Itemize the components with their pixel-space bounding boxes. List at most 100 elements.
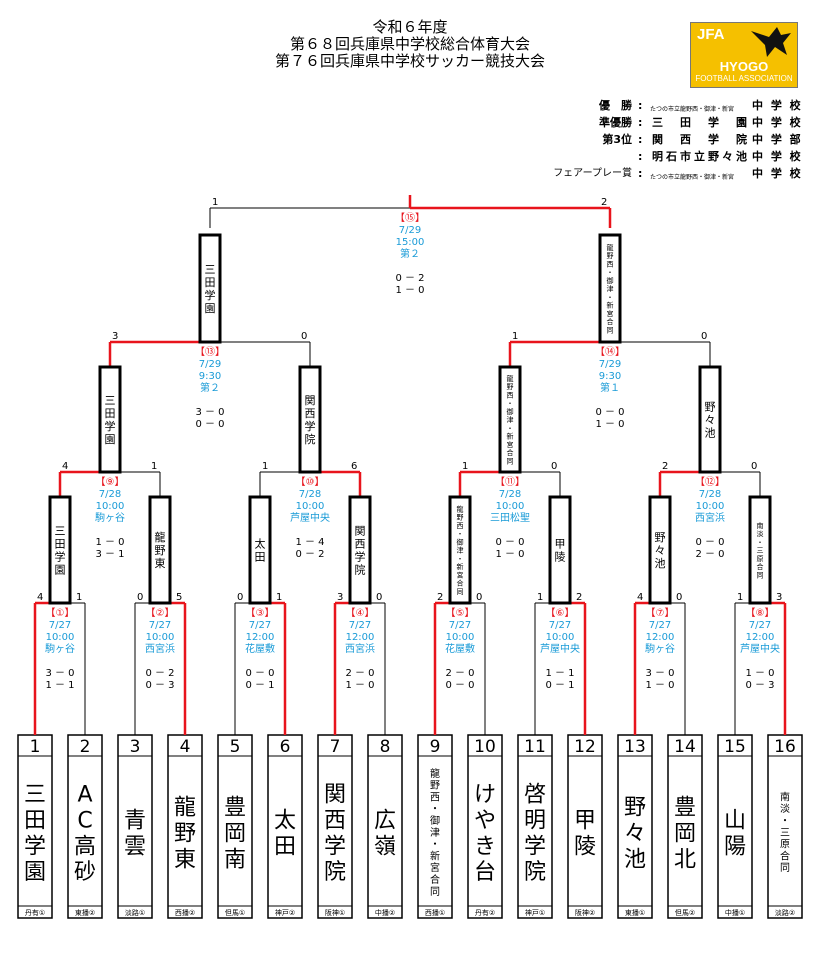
team-region: 淡路② [775, 908, 795, 917]
team-name: 西 [324, 808, 346, 833]
advancer-name: 西 [457, 522, 464, 530]
match-half-score: 3 － 0 [45, 668, 74, 679]
advancer-name: 西 [355, 538, 366, 551]
match-date: 7/29 [199, 359, 221, 370]
team-name: 雲 [124, 834, 146, 859]
advancer-box [748, 495, 772, 605]
team-number: 11 [524, 737, 546, 757]
team-name: や [474, 808, 496, 833]
team-number: 2 [80, 737, 91, 757]
match-half-score: 0 － 0 [595, 407, 624, 418]
match-time: 9:30 [599, 371, 621, 382]
score-right: 0 [551, 461, 557, 472]
advancer-box [448, 495, 472, 605]
advancer-name: 園 [55, 564, 66, 577]
team-name: 新 [430, 849, 440, 862]
match-date: 7/28 [499, 489, 521, 500]
match-label: 【④】 [346, 607, 375, 619]
result-school-small: たつの市立龍野西・御津・新宮 [650, 106, 735, 113]
result-suffix: 中 学 校 [752, 167, 803, 180]
advancer-name: 淡 [757, 530, 764, 538]
advancer-name: 龍 [607, 243, 614, 252]
team-region: 丹有② [475, 908, 495, 917]
advancer-name: 野 [705, 401, 716, 414]
match-half-score: 0 － 1 [545, 680, 574, 691]
score-right: 0 [301, 331, 307, 342]
logo-jfa-text: JFA [697, 26, 725, 43]
result-label-champion: 優 勝 [599, 99, 632, 112]
match-date: 7/27 [649, 620, 671, 631]
match-time: 12:00 [746, 632, 775, 643]
team-number: 3 [130, 737, 141, 757]
team-region: 但馬① [225, 908, 245, 917]
match-half-score: 1 － 1 [45, 680, 74, 691]
match-half-score: 1 － 0 [95, 537, 124, 548]
match-half-score: 1 － 1 [545, 668, 574, 679]
match-venue: 駒ヶ谷 [95, 512, 125, 524]
tournament-title: 第６８回兵庫県中学校総合体育大会 [289, 35, 530, 53]
result-label-runnerup: 準優勝 [599, 116, 632, 129]
advancer-name: 野 [457, 514, 464, 522]
match-half-score: 0 － 3 [145, 680, 174, 691]
team-region: 阪神① [325, 908, 345, 917]
advancer-box [348, 495, 372, 605]
team-name: A [77, 782, 92, 807]
match-label: 【⑬】 [195, 346, 225, 358]
team-name: 青 [124, 808, 146, 833]
team-number: 6 [280, 737, 291, 757]
result-suffix: 中 学 校 [752, 99, 803, 112]
team-name: 西 [430, 792, 440, 803]
match-label: 【⑭】 [595, 346, 625, 358]
advancer-name: 院 [305, 432, 316, 446]
team-name: 嶺 [374, 834, 396, 859]
team-box [717, 734, 753, 919]
advancer-name: 南 [757, 521, 764, 530]
advancer-name: 西 [607, 260, 614, 268]
advancer-name: 同 [757, 571, 764, 579]
team-name: 田 [274, 834, 296, 859]
match-time: 10:00 [146, 632, 175, 643]
match-time: 12:00 [646, 632, 675, 643]
logo-hyogo-text: HYOGO [719, 59, 769, 74]
advancer-box [598, 233, 622, 344]
advancer-box [148, 495, 172, 605]
result-suffix: 中 学 校 [752, 116, 803, 129]
advancer-name: 三 [105, 394, 116, 407]
match-label: 【⑫】 [695, 476, 725, 488]
advancer-box [98, 365, 122, 474]
match-half-score: 2 － 0 [445, 668, 474, 679]
result-school-small: たつの市立龍野西・御津・新宮 [650, 174, 735, 181]
team-name: 南 [780, 790, 790, 803]
advancer-name: ・ [607, 269, 614, 277]
score-left: 1 [512, 331, 518, 342]
advancer-name: 西 [507, 391, 514, 399]
team-name: 広 [374, 808, 396, 833]
team-box [617, 734, 653, 919]
advancer-name: 津 [607, 285, 614, 293]
match-date: 7/27 [149, 620, 171, 631]
match-date: 7/28 [699, 489, 721, 500]
team-name: 高 [74, 834, 96, 859]
result-colon: : [638, 167, 643, 180]
advancer-name: 龍 [155, 530, 166, 544]
advancer-box [498, 365, 522, 474]
team-number: 15 [724, 737, 746, 757]
advancer-name: 合 [607, 317, 614, 326]
advancer-name: ・ [457, 530, 464, 538]
match-venue: 西宮浜 [145, 642, 175, 655]
team-name: 陵 [574, 834, 596, 859]
score-left: 1 [462, 461, 468, 472]
advancer-name: ・ [507, 400, 514, 408]
advancer-name: 学 [355, 550, 366, 564]
match-half-score: 1 － 0 [645, 680, 674, 691]
match-half-score: 0 － 3 [745, 680, 774, 691]
result-label-fairplay: フェアープレー賞 [553, 168, 632, 179]
match-half-score: 3 － 0 [195, 407, 224, 418]
team-name: 学 [524, 834, 546, 859]
team-name: C [77, 808, 92, 833]
eagle-icon [751, 27, 791, 57]
advancer-name: 同 [507, 457, 514, 465]
match-venue: 駒ヶ谷 [45, 643, 75, 655]
match-venue: 駒ヶ谷 [645, 643, 675, 655]
team-name: 台 [474, 860, 496, 885]
